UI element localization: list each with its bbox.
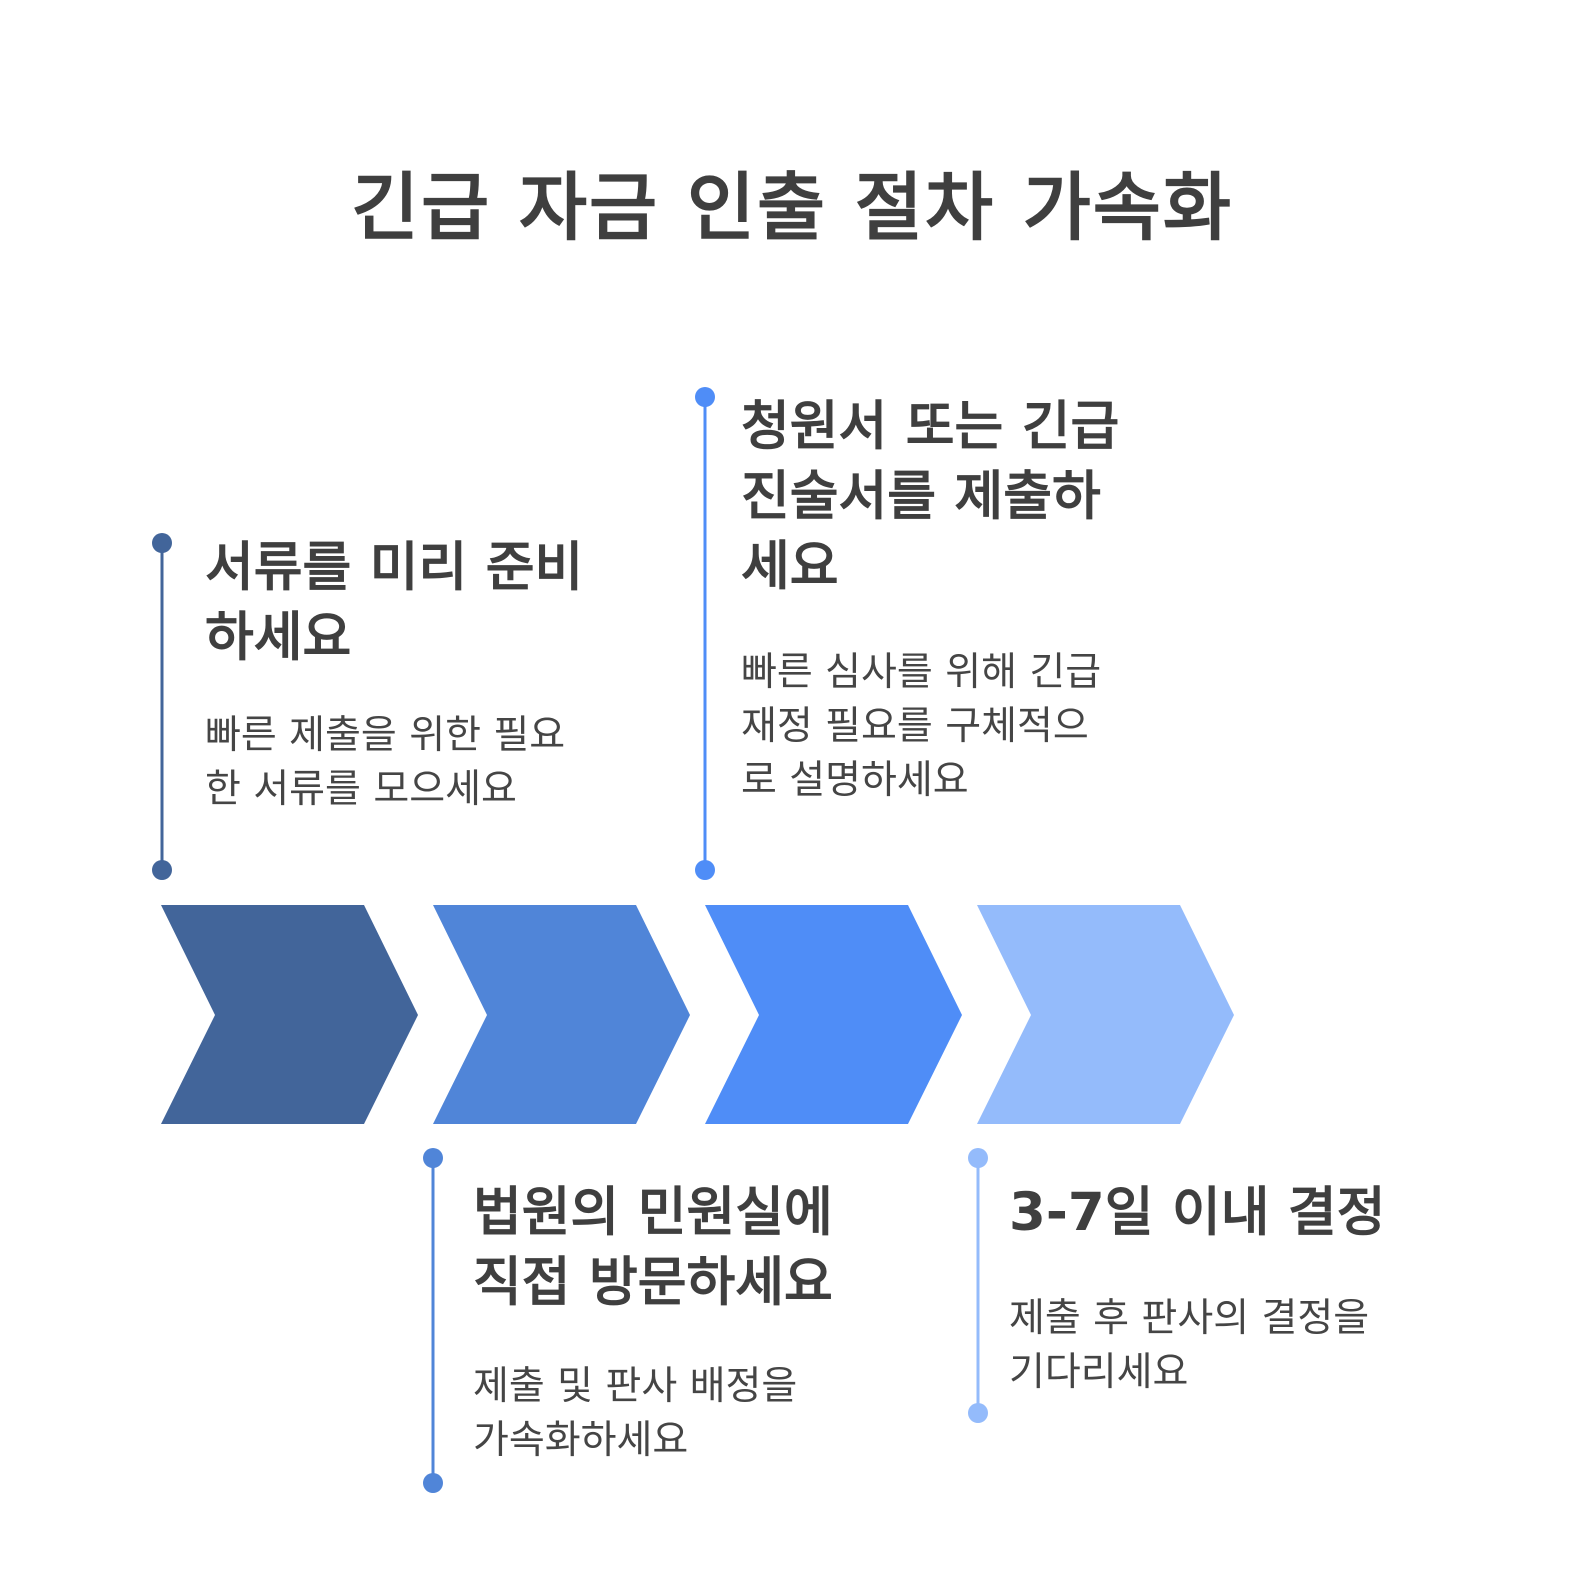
step-2-title-line: 직접 방문하세요: [473, 1252, 833, 1313]
step-4-desc-line: 기다리세요: [1009, 1350, 1189, 1395]
step-2-description: 제출 및 판사 배정을 가속화하세요: [473, 1360, 913, 1468]
step-1-desc-line: 한 서류를 모으세요: [205, 767, 517, 812]
step-3-title: 청원서 또는 긴급 진술서를 제출하 세요: [741, 392, 1181, 602]
step-3: 청원서 또는 긴급 진술서를 제출하 세요 빠른 심사를 위해 긴급 재정 필요…: [741, 392, 1181, 808]
step-4-dot-bottom: [968, 1403, 988, 1423]
step-3-title-line: 세요: [741, 536, 839, 597]
step-4-dot-top: [968, 1148, 988, 1168]
step-2-title: 법원의 민원실에 직접 방문하세요: [473, 1178, 913, 1318]
step-2-dot-bottom: [423, 1473, 443, 1493]
step-4-title-line: 3-7일 이내 결정: [1009, 1182, 1386, 1243]
step-3-desc-line: 재정 필요를 구체적으: [741, 704, 1089, 749]
step-1-dot-bottom: [152, 860, 172, 880]
step-3-dot-top: [695, 387, 715, 407]
step-1-description: 빠른 제출을 위한 필요 한 서류를 모으세요: [205, 709, 645, 817]
step-1-title: 서류를 미리 준비 하세요: [205, 533, 645, 673]
step-2: 법원의 민원실에 직접 방문하세요 제출 및 판사 배정을 가속화하세요: [473, 1178, 913, 1468]
step-3-desc-line: 로 설명하세요: [741, 758, 969, 803]
step-3-dot-bottom: [695, 860, 715, 880]
step-4-title: 3-7일 이내 결정: [1009, 1178, 1439, 1248]
step-1-title-line: 하세요: [205, 607, 352, 668]
step-3-chevron: [705, 905, 962, 1124]
step-1-title-line: 서류를 미리 준비: [205, 537, 584, 598]
step-4-desc-line: 제출 후 판사의 결정을: [1009, 1296, 1370, 1341]
step-1-desc-line: 빠른 제출을 위한 필요: [205, 713, 566, 758]
step-3-title-line: 진술서를 제출하: [741, 466, 1101, 527]
step-3-description: 빠른 심사를 위해 긴급 재정 필요를 구체적으 로 설명하세요: [741, 646, 1181, 808]
step-2-desc-line: 가속화하세요: [473, 1418, 689, 1463]
step-1: 서류를 미리 준비 하세요 빠른 제출을 위한 필요 한 서류를 모으세요: [205, 533, 645, 817]
step-2-desc-line: 제출 및 판사 배정을: [473, 1364, 798, 1409]
step-4-chevron: [977, 905, 1234, 1124]
step-2-title-line: 법원의 민원실에: [473, 1182, 833, 1243]
step-4: 3-7일 이내 결정 제출 후 판사의 결정을 기다리세요: [1009, 1178, 1439, 1400]
step-2-chevron: [433, 905, 690, 1124]
step-4-description: 제출 후 판사의 결정을 기다리세요: [1009, 1292, 1439, 1400]
step-3-desc-line: 빠른 심사를 위해 긴급: [741, 650, 1102, 695]
step-2-dot-top: [423, 1148, 443, 1168]
step-1-dot-top: [152, 533, 172, 553]
step-3-title-line: 청원서 또는 긴급: [741, 396, 1120, 457]
page-title: 긴급 자금 인출 절차 가속화: [351, 165, 1233, 251]
step-1-chevron: [161, 905, 418, 1124]
